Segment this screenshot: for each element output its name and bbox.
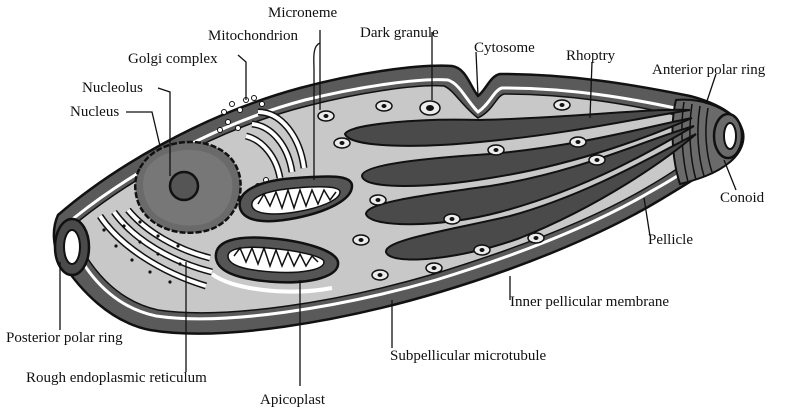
- label-rough-endoplasmic-reticulum: Rough endoplasmic reticulum: [26, 370, 207, 386]
- microneme-dot: [554, 100, 570, 110]
- microneme-dot: [372, 270, 388, 280]
- label-nucleus: Nucleus: [70, 104, 119, 120]
- label-anterior-polar-ring: Anterior polar ring: [652, 62, 766, 78]
- label-posterior-polar-ring: Posterior polar ring: [6, 330, 123, 346]
- microneme-dot: [474, 245, 490, 255]
- label-conoid: Conoid: [720, 190, 765, 206]
- label-dark-granule: Dark granule: [360, 25, 439, 41]
- label-golgi-complex: Golgi complex: [128, 51, 218, 67]
- label-apicoplast: Apicoplast: [260, 392, 326, 408]
- leader-golgi: [238, 55, 246, 100]
- microneme-dot: [488, 145, 504, 155]
- microneme-dot: [353, 235, 369, 245]
- microneme-dot: [570, 137, 586, 147]
- conoid: [714, 114, 742, 158]
- microneme-dot: [334, 138, 350, 148]
- microneme-dot: [370, 195, 386, 205]
- label-subpellicular-microtubule: Subpellicular microtubule: [390, 348, 547, 364]
- label-nucleolus: Nucleolus: [82, 80, 143, 96]
- label-cytosome: Cytosome: [474, 40, 535, 56]
- label-pellicle: Pellicle: [648, 232, 693, 248]
- dark-granule: [420, 101, 440, 115]
- label-rhoptry: Rhoptry: [566, 48, 616, 64]
- microneme-dot: [589, 155, 605, 165]
- nucleolus: [170, 172, 198, 200]
- microneme-dot: [426, 263, 442, 273]
- microneme-dot: [318, 111, 334, 121]
- leader-nucleus: [126, 112, 160, 146]
- leader-cytosome: [476, 52, 478, 96]
- label-inner-pellicular-membrane: Inner pellicular membrane: [510, 294, 669, 310]
- label-microneme: Microneme: [268, 5, 337, 21]
- microneme-dot: [444, 214, 460, 224]
- leader-conoid: [724, 160, 736, 190]
- microneme-dot: [528, 233, 544, 243]
- microneme-dot: [376, 101, 392, 111]
- label-mitochondrion: Mitochondrion: [208, 28, 298, 44]
- leader-anterior-ring: [706, 74, 716, 104]
